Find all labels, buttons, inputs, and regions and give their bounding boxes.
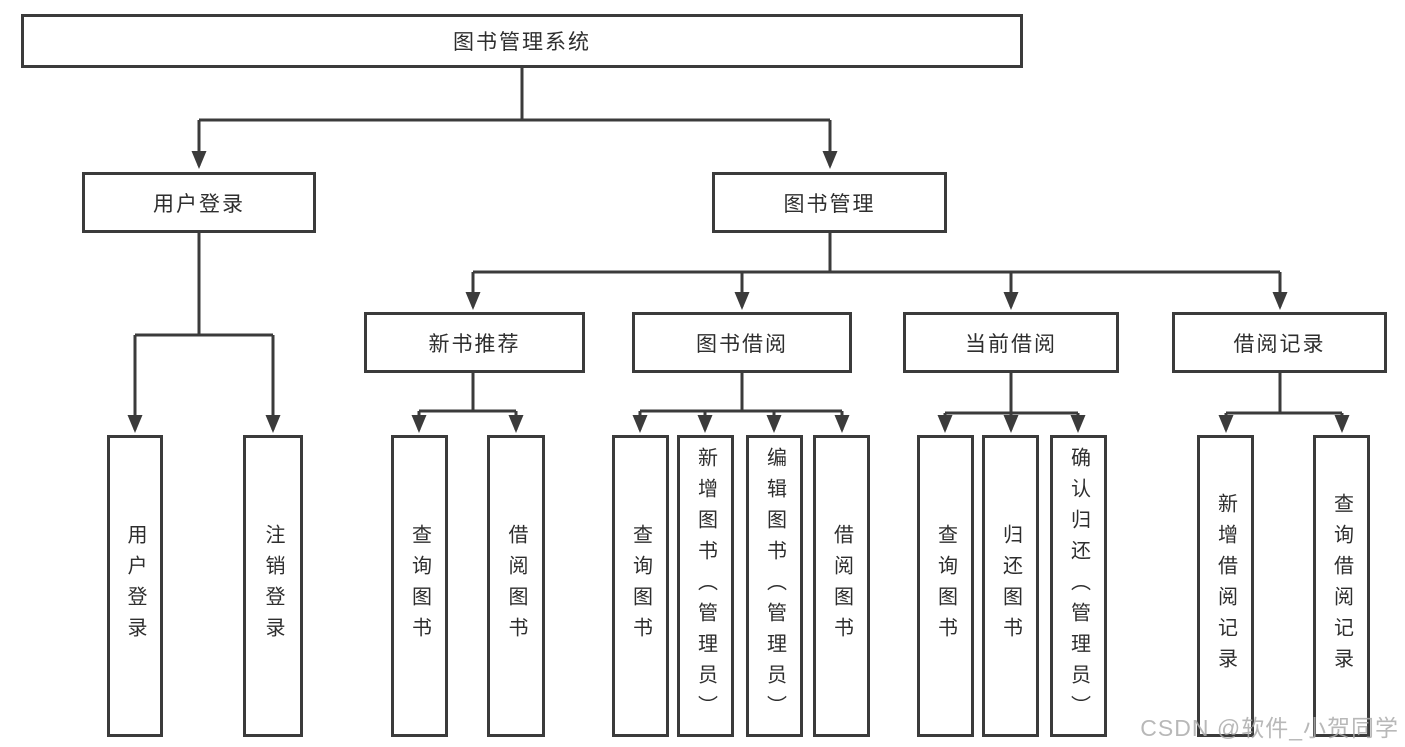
watermark: CSDN @软件_小贺同学 <box>1140 715 1399 741</box>
leaf-user-login: 用户登录 <box>107 435 163 737</box>
node-borrowing-records: 借阅记录 <box>1172 312 1387 373</box>
leaf-return-books: 归还图书 <box>982 435 1039 737</box>
node-label: 查询图书 <box>408 524 431 648</box>
node-user-login: 用户登录 <box>82 172 316 233</box>
node-current-borrowing: 当前借阅 <box>903 312 1119 373</box>
node-label: 查询图书 <box>629 524 652 648</box>
node-label: 图书借阅 <box>696 332 788 356</box>
node-label: 归还图书 <box>999 524 1022 648</box>
node-label: 借阅图书 <box>830 524 853 648</box>
node-label: 当前借阅 <box>965 332 1057 356</box>
node-label: 查询图书 <box>934 524 957 648</box>
node-label: 查询借阅记录 <box>1330 493 1353 679</box>
node-label: 注销登录 <box>262 524 284 648</box>
node-book-borrowing: 图书借阅 <box>632 312 852 373</box>
node-new-book-recommend: 新书推荐 <box>364 312 585 373</box>
node-label: 新书推荐 <box>428 332 521 356</box>
node-book-management: 图书管理 <box>712 172 947 233</box>
node-label: 图书管理 <box>783 192 876 216</box>
leaf-add-borrow-record: 新增借阅记录 <box>1197 435 1254 737</box>
node-label: 确认归还（管理员） <box>1067 446 1090 726</box>
node-label: 借阅记录 <box>1233 332 1326 356</box>
node-label: 新增借阅记录 <box>1214 493 1237 679</box>
node-label: 图书管理系统 <box>453 31 591 54</box>
leaf-confirm-return-admin: 确认归还（管理员） <box>1050 435 1107 737</box>
node-book-management-system: 图书管理系统 <box>21 14 1023 68</box>
node-label: 用户登录 <box>153 192 245 216</box>
node-label: 用户登录 <box>124 524 146 648</box>
leaf-edit-books-admin: 编辑图书（管理员） <box>746 435 803 737</box>
node-label: 借阅图书 <box>505 524 527 648</box>
leaf-query-books-borrowing: 查询图书 <box>612 435 669 737</box>
leaf-logout: 注销登录 <box>243 435 303 737</box>
node-label: 新增图书（管理员） <box>694 446 717 726</box>
leaf-query-books-newbooks: 查询图书 <box>391 435 448 737</box>
leaf-query-borrow-record: 查询借阅记录 <box>1313 435 1370 737</box>
leaf-borrow-books-newbooks: 借阅图书 <box>487 435 545 737</box>
leaf-add-books-admin: 新增图书（管理员） <box>677 435 734 737</box>
leaf-borrow-books-borrowing: 借阅图书 <box>813 435 870 737</box>
leaf-query-books-current: 查询图书 <box>917 435 974 737</box>
node-label: 编辑图书（管理员） <box>763 446 786 726</box>
